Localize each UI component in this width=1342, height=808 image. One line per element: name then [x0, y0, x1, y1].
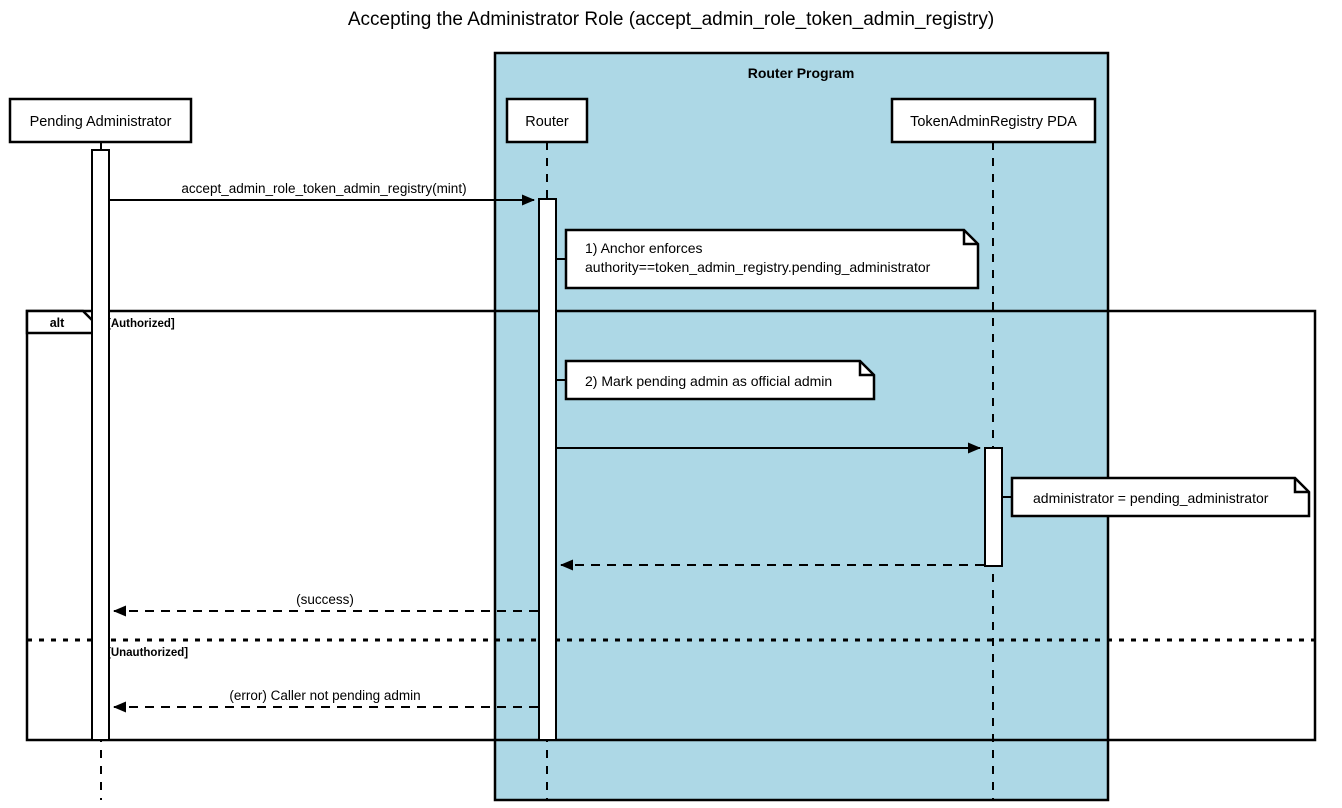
alt-guard-unauthorized: [Unauthorized]	[107, 647, 188, 659]
note-fold	[1293, 478, 1309, 494]
message-label: (error) Caller not pending admin	[229, 688, 420, 703]
activation-router	[538, 198, 557, 741]
participant-token-admin-registry-pda[interactable]: TokenAdminRegistry PDA	[890, 97, 1097, 144]
participant-box[interactable]	[8, 97, 193, 144]
participant-router[interactable]: Router	[505, 97, 589, 144]
message-label: (success)	[296, 592, 354, 607]
alt-fragment-border	[25, 309, 1317, 742]
activation-bars	[91, 149, 1003, 741]
participant-box[interactable]	[890, 97, 1097, 144]
group-label: Router Program	[748, 65, 855, 81]
participant-box[interactable]	[505, 97, 589, 144]
participant-label: Pending Administrator	[30, 114, 172, 130]
note-line: 1) Anchor enforces	[585, 240, 703, 256]
note-anchor-enforces: 1) Anchor enforces authority==token_admi…	[556, 228, 980, 290]
group-box	[493, 51, 1110, 802]
participant-label: TokenAdminRegistry PDA	[910, 114, 1077, 130]
note-fold	[962, 230, 978, 246]
note-mark-pending-admin: 2) Mark pending admin as official admin	[556, 359, 876, 401]
activation-pending-administrator	[91, 149, 110, 741]
alt-fragment-operator-label: alt	[50, 316, 65, 330]
diagram-title: Accepting the Administrator Role (accept…	[348, 9, 994, 30]
note-line: administrator = pending_administrator	[1033, 490, 1269, 506]
note-line: 2) Mark pending admin as official admin	[585, 373, 832, 389]
note-body	[1010, 476, 1311, 518]
note-administrator-assignment: administrator = pending_administrator	[1002, 476, 1311, 518]
participant-label: Router	[525, 114, 569, 130]
participant-pending-administrator[interactable]: Pending Administrator	[8, 97, 193, 144]
message-accept-admin-role: accept_admin_role_token_admin_registry(m…	[109, 181, 535, 206]
note-line: authority==token_admin_registry.pending_…	[585, 259, 931, 275]
message-label: accept_admin_role_token_admin_registry(m…	[181, 181, 466, 196]
note-body	[564, 359, 876, 401]
activation-token-admin-registry-pda	[984, 447, 1003, 567]
group-router-program: Router Program	[493, 51, 1110, 802]
message-success: (success)	[113, 592, 538, 617]
alt-guard-authorized: [Authorized]	[107, 318, 175, 330]
note-body	[564, 228, 980, 290]
message-error: (error) Caller not pending admin	[113, 688, 538, 713]
note-fold	[858, 361, 874, 377]
